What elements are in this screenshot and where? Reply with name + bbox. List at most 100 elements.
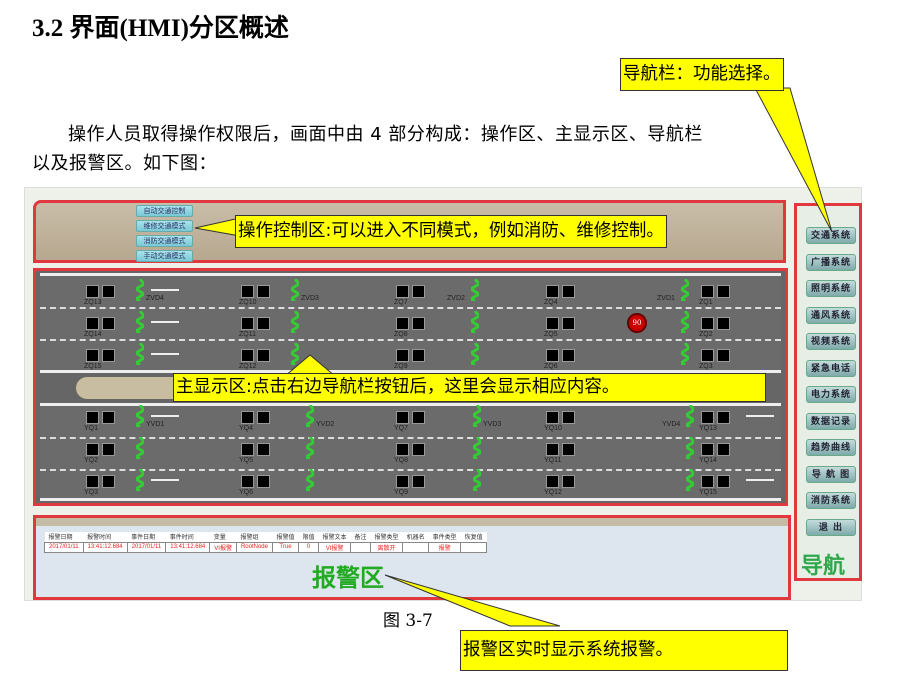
lane-indicator[interactable] <box>396 317 426 331</box>
lane-indicator[interactable] <box>86 443 116 457</box>
nav-button[interactable]: 导 航 图 <box>806 465 856 483</box>
nav-button[interactable]: 紧急电话 <box>806 359 856 377</box>
lane-indicator[interactable] <box>241 317 271 331</box>
traffic-direction-arrow <box>151 321 179 323</box>
operation-callout: 操作控制区:可以进入不同模式，例如消防、维修控制。 <box>235 215 667 248</box>
nav-button[interactable]: 通风系统 <box>806 306 856 324</box>
fan-icon[interactable] <box>287 310 302 335</box>
alarm-cell <box>350 541 372 553</box>
fan-icon[interactable] <box>682 436 697 461</box>
fire-mode-button[interactable]: 消防交通模式 <box>136 235 193 247</box>
lane-indicator[interactable] <box>86 317 116 331</box>
fan-label: YVD4 <box>662 421 681 428</box>
lane-indicator[interactable] <box>241 475 271 489</box>
alarm-column-header[interactable]: 事件类型 <box>428 532 461 542</box>
alarm-column-header[interactable]: 变量 <box>209 532 237 542</box>
alarm-column-header[interactable]: 报警值 <box>272 532 299 542</box>
lane-indicator[interactable] <box>701 443 731 457</box>
alarm-column-header[interactable]: 报警组 <box>236 532 273 542</box>
lane-indicator[interactable] <box>546 317 576 331</box>
maintenance-mode-button[interactable]: 维修交通模式 <box>136 220 193 232</box>
lane-indicator[interactable] <box>241 285 271 299</box>
fan-icon[interactable] <box>677 278 692 303</box>
fan-icon[interactable] <box>287 278 302 303</box>
nav-button[interactable]: 电力系统 <box>806 386 856 403</box>
fan-icon[interactable] <box>132 310 147 335</box>
fan-icon[interactable] <box>467 342 482 367</box>
fan-icon[interactable] <box>302 404 317 429</box>
lane-indicator[interactable] <box>241 443 271 457</box>
lane-indicator[interactable] <box>396 443 426 457</box>
alarm-column-header[interactable]: 限值 <box>298 532 319 542</box>
fan-icon[interactable] <box>302 436 317 461</box>
lane-indicator-label: YQ15 <box>699 489 717 496</box>
alarm-cell: True <box>271 541 300 553</box>
nav-button[interactable]: 数据记录 <box>806 412 856 430</box>
lane-indicator[interactable] <box>546 475 576 489</box>
alarm-column-header[interactable]: 报警类型 <box>370 532 403 542</box>
alarm-column-header[interactable]: 事件日期 <box>127 532 166 542</box>
lane-indicator[interactable] <box>701 411 731 425</box>
lane-indicator[interactable] <box>396 475 426 489</box>
lane-indicator[interactable] <box>241 349 271 363</box>
lane-indicator[interactable] <box>701 285 731 299</box>
fan-icon[interactable] <box>469 404 484 429</box>
alarm-column-header[interactable]: 机器名 <box>402 532 429 542</box>
nav-button[interactable]: 退 出 <box>806 518 856 536</box>
lane-indicator[interactable] <box>546 443 576 457</box>
right-tunnel-road <box>40 403 781 501</box>
fan-icon[interactable] <box>132 436 147 461</box>
lane-indicator[interactable] <box>701 475 731 489</box>
alarm-table: 报警日期报警时间事件日期事件时间变量报警组报警值限值报警文本备注报警类型机器名事… <box>44 532 488 553</box>
fan-icon[interactable] <box>677 342 692 367</box>
lane-indicator-label: ZQ9 <box>394 363 408 370</box>
lane-indicator[interactable] <box>241 411 271 425</box>
nav-button[interactable]: 照明系统 <box>806 280 856 297</box>
alarm-column-header[interactable]: 备注 <box>350 532 371 542</box>
lane-indicator[interactable] <box>86 285 116 299</box>
fan-icon[interactable] <box>132 278 147 303</box>
fan-icon[interactable] <box>132 342 147 367</box>
auto-traffic-button[interactable]: 自动交通控制 <box>136 205 193 217</box>
alarm-column-header[interactable]: 报警时间 <box>83 532 128 542</box>
manual-mode-button[interactable]: 手动交通模式 <box>136 250 193 262</box>
lane-indicator[interactable] <box>546 285 576 299</box>
lane-indicator[interactable] <box>86 411 116 425</box>
fan-icon[interactable] <box>682 404 697 429</box>
nav-button[interactable]: 消防系统 <box>806 492 856 509</box>
lane-indicator[interactable] <box>86 349 116 363</box>
lane-indicator[interactable] <box>546 411 576 425</box>
alarm-cell: 2017/01/11 <box>126 541 167 553</box>
lane-indicator[interactable] <box>701 349 731 363</box>
lane-indicator[interactable] <box>701 317 731 331</box>
alarm-column-header[interactable]: 恢复值 <box>460 532 487 542</box>
lane-indicator-label: YQ6 <box>239 489 254 496</box>
fan-icon[interactable] <box>302 468 317 493</box>
fan-icon[interactable] <box>467 278 482 303</box>
alarm-column-header[interactable]: 报警日期 <box>44 532 84 542</box>
traffic-direction-arrow <box>151 289 179 291</box>
nav-button[interactable]: 视频系统 <box>806 333 856 350</box>
fan-icon[interactable] <box>682 468 697 493</box>
lane-indicator[interactable] <box>396 411 426 425</box>
fan-icon[interactable] <box>132 404 147 429</box>
lane-indicator[interactable] <box>546 349 576 363</box>
fan-icon[interactable] <box>677 310 692 335</box>
nav-button[interactable]: 趋势曲线 <box>806 439 856 456</box>
fan-icon[interactable] <box>469 468 484 493</box>
lane-indicator-label: YQ14 <box>699 457 717 464</box>
fan-icon[interactable] <box>467 310 482 335</box>
alarm-column-header[interactable]: 报警文本 <box>318 532 351 542</box>
lane-indicator[interactable] <box>86 475 116 489</box>
alarm-column-header[interactable]: 事件时间 <box>165 532 210 542</box>
fan-icon[interactable] <box>132 468 147 493</box>
lane-indicator[interactable] <box>396 285 426 299</box>
lane-indicator-label: ZQ10 <box>239 299 257 306</box>
fan-icon[interactable] <box>469 436 484 461</box>
nav-button[interactable]: 广播系统 <box>806 253 856 271</box>
lane-indicator-label: ZQ11 <box>239 331 256 338</box>
lane-indicator[interactable] <box>396 349 426 363</box>
fan-icon[interactable] <box>287 342 302 367</box>
nav-button[interactable]: 交通系统 <box>806 227 856 244</box>
